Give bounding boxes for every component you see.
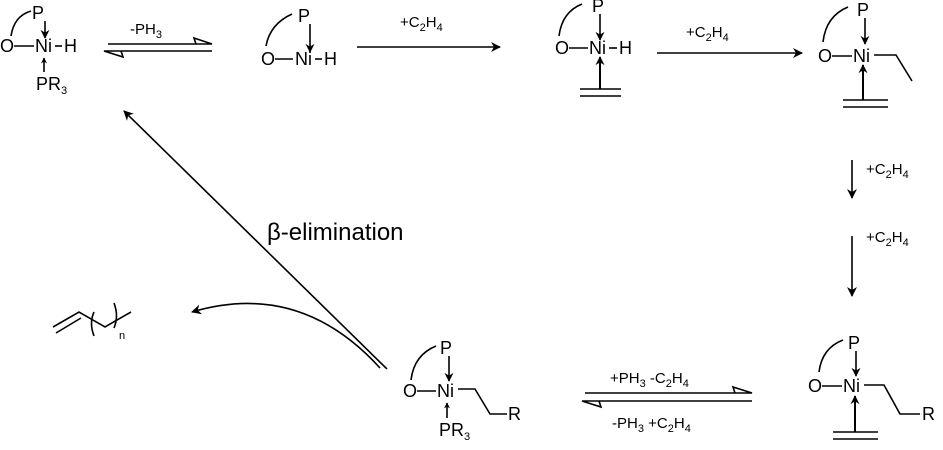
alpha-olefin-product: n [52, 302, 132, 342]
chelate-arc [818, 339, 844, 373]
atom-o: O [261, 49, 275, 69]
atom-p: P [848, 333, 860, 353]
complex-6-ni-alkyl-ethylene: P O Ni R [808, 333, 935, 440]
alkyl-chain [458, 388, 507, 415]
atom-o: O [0, 36, 14, 56]
atom-o: O [808, 376, 822, 396]
atom-ni: Ni [295, 49, 312, 69]
ligand-pr3: PR3 [36, 74, 67, 97]
atom-r: R [508, 404, 521, 424]
atom-o: O [403, 381, 417, 401]
label-plus-c2h4: +C2H4 [866, 161, 909, 181]
reverse-half-arrow [103, 50, 212, 59]
olefin-release-curved-arrow [191, 302, 381, 369]
label-beta-elimination: β-elimination [267, 219, 404, 246]
repeat-bracket-right [113, 302, 118, 329]
complex-3-ni-hydride-ethylene: P O Ni H [555, 0, 632, 97]
label-minus-ph3: -PH3 [130, 21, 162, 41]
chelate-arc [265, 13, 293, 47]
atom-ni: Ni [35, 36, 52, 56]
complex-5-ni-alkyl-pr3: P O Ni R PR3 [403, 338, 521, 443]
label-plus-c2h4: +C2H4 [400, 14, 443, 34]
double-bond [55, 317, 82, 334]
atom-p: P [298, 6, 310, 26]
atom-ni: Ni [853, 46, 870, 66]
repeat-count-n: n [119, 330, 125, 342]
reverse-to-right-half-arrow [585, 385, 753, 394]
equilibrium-arrow-minus-ph3: -PH3 [103, 21, 213, 59]
chelate-arc [558, 3, 583, 37]
reaction-arrow-plus-c2h4-3: +C2H4 [847, 160, 909, 199]
atom-h: H [64, 36, 77, 56]
chelate-arc [822, 6, 849, 43]
complex-1-ni-hydride-pr3: P O Ni H PR3 [0, 3, 77, 97]
atom-o: O [818, 46, 832, 66]
to-left-half-arrow [581, 400, 752, 409]
atom-p: P [592, 0, 604, 16]
reaction-arrow-plus-c2h4-2: +C2H4 [657, 24, 803, 58]
atom-r: R [922, 404, 935, 424]
label-plus-ph3-minus-c2h4: +PH3 -C2H4 [610, 370, 689, 390]
chelate-arc [10, 10, 32, 37]
repeat-bracket-left [90, 311, 95, 337]
beta-elimination-arrow: β-elimination [123, 110, 404, 370]
ethyl-chain [874, 54, 913, 82]
atom-o: O [555, 38, 569, 58]
label-plus-c2h4: +C2H4 [686, 24, 729, 44]
atom-ni: Ni [437, 381, 454, 401]
atom-h: H [324, 49, 337, 69]
label-minus-ph3-plus-c2h4: -PH3 +C2H4 [612, 415, 691, 435]
chelate-arc [410, 345, 437, 381]
atom-ni: Ni [843, 376, 860, 396]
atom-p: P [857, 0, 869, 20]
reaction-arrow-plus-c2h4-1: +C2H4 [357, 14, 501, 52]
arrow [123, 110, 388, 370]
atom-p: P [440, 338, 452, 358]
complex-2-ni-hydride: P O Ni H [261, 6, 337, 69]
complex-4-ni-ethyl-ethylene: P O Ni [818, 0, 913, 108]
label-plus-c2h4: +C2H4 [866, 229, 909, 249]
equilibrium-arrow-ph3-c2h4-exchange: +PH3 -C2H4 -PH3 +C2H4 [581, 370, 753, 435]
ligand-pr3: PR3 [439, 420, 470, 443]
atom-p: P [32, 3, 44, 23]
atom-ni: Ni [589, 38, 606, 58]
reaction-arrow-plus-c2h4-4: +C2H4 [847, 229, 909, 297]
alkyl-chain [864, 384, 920, 415]
atom-h: H [619, 38, 632, 58]
forward-half-arrow [108, 36, 213, 45]
